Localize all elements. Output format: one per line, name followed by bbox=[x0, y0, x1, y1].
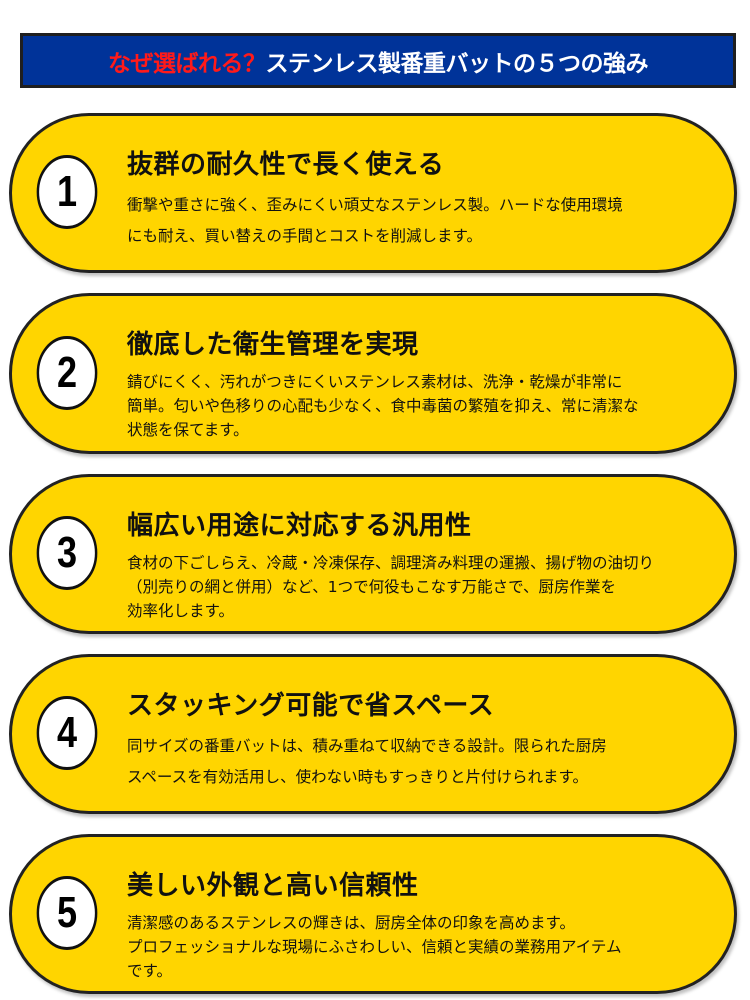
feature-title-4: スタッキング可能で省スペース bbox=[127, 691, 495, 721]
feature-body-4: 同サイズの番重バットは、積み重ねて収納できる設計。限られた厨房 スペースを有効活… bbox=[127, 731, 607, 793]
feature-title-3: 幅広い用途に対応する汎用性 bbox=[127, 511, 472, 541]
number-badge-4: 4 bbox=[36, 696, 98, 770]
feature-card-1: 1 抜群の耐久性で長く使える 衝撃や重さに強く、歪みにくい頑丈なステンレス製。ハ… bbox=[9, 113, 737, 273]
number-badge-3: 3 bbox=[36, 516, 98, 590]
feature-body-line: 同サイズの番重バットは、積み重ねて収納できる設計。限られた厨房 bbox=[127, 737, 607, 755]
feature-card-3: 3 幅広い用途に対応する汎用性 食材の下ごしらえ、冷蔵・冷凍保存、調理済み料理の… bbox=[9, 474, 737, 634]
number-badge-1: 1 bbox=[36, 155, 98, 229]
feature-card-2: 2 徹底した衛生管理を実現 錆びにくく、汚れがつきにくいステンレス素材は、洗浄・… bbox=[9, 293, 737, 454]
feature-body-line: プロフェッショナルな現場にふさわしい、信頼と実績の業務用アイテム bbox=[127, 938, 622, 956]
header-banner: なぜ選ばれる？ステンレス製番重バットの５つの強み bbox=[20, 33, 736, 88]
feature-body-2: 錆びにくく、汚れがつきにくいステンレス素材は、洗浄・乾燥が非常に 簡単。匂いや色… bbox=[127, 370, 639, 442]
feature-title-2: 徹底した衛生管理を実現 bbox=[127, 330, 419, 360]
feature-title-5: 美しい外観と高い信頼性 bbox=[127, 871, 419, 901]
header-title: ステンレス製番重バットの５つの強み bbox=[265, 50, 649, 77]
feature-body-line: 効率化します。 bbox=[127, 602, 234, 620]
feature-body-line: （別売りの網と併用）など、1つで何役もこなす万能さで、厨房作業を bbox=[127, 578, 616, 596]
feature-body-line: 清潔感のあるステンレスの輝きは、厨房全体の印象を高めます。 bbox=[127, 914, 575, 932]
feature-body-line: 簡単。匂いや色移りの心配も少なく、食中毒菌の繁殖を抑え、常に清潔な bbox=[127, 397, 639, 415]
feature-body-line: です。 bbox=[127, 962, 172, 980]
feature-body-line: 衝撃や重さに強く、歪みにくい頑丈なステンレス製。ハードな使用環境 bbox=[127, 196, 623, 214]
feature-body-1: 衝撃や重さに強く、歪みにくい頑丈なステンレス製。ハードな使用環境 にも耐え、買い… bbox=[127, 190, 623, 252]
feature-body-line: 状態を保てます。 bbox=[127, 421, 249, 439]
feature-body-line: スペースを有効活用し、使わない時もすっきりと片付けられます。 bbox=[127, 768, 588, 786]
feature-body-3: 食材の下ごしらえ、冷蔵・冷凍保存、調理済み料理の運搬、揚げ物の油切り （別売りの… bbox=[127, 551, 654, 623]
header-highlight: なぜ選ばれる？ bbox=[108, 50, 266, 77]
feature-body-line: にも耐え、買い替えの手間とコストを削減します。 bbox=[127, 227, 482, 245]
feature-card-4: 4 スタッキング可能で省スペース 同サイズの番重バットは、積み重ねて収納できる設… bbox=[9, 654, 737, 814]
feature-body-line: 食材の下ごしらえ、冷蔵・冷凍保存、調理済み料理の運搬、揚げ物の油切り bbox=[127, 554, 655, 572]
feature-title-1: 抜群の耐久性で長く使える bbox=[127, 150, 445, 180]
number-badge-5: 5 bbox=[36, 876, 98, 950]
number-badge-2: 2 bbox=[36, 336, 98, 410]
feature-body-line: 錆びにくく、汚れがつきにくいステンレス素材は、洗浄・乾燥が非常に bbox=[127, 373, 623, 391]
feature-card-5: 5 美しい外観と高い信頼性 清潔感のあるステンレスの輝きは、厨房全体の印象を高め… bbox=[9, 834, 737, 994]
feature-body-5: 清潔感のあるステンレスの輝きは、厨房全体の印象を高めます。 プロフェッショナルな… bbox=[127, 911, 621, 983]
